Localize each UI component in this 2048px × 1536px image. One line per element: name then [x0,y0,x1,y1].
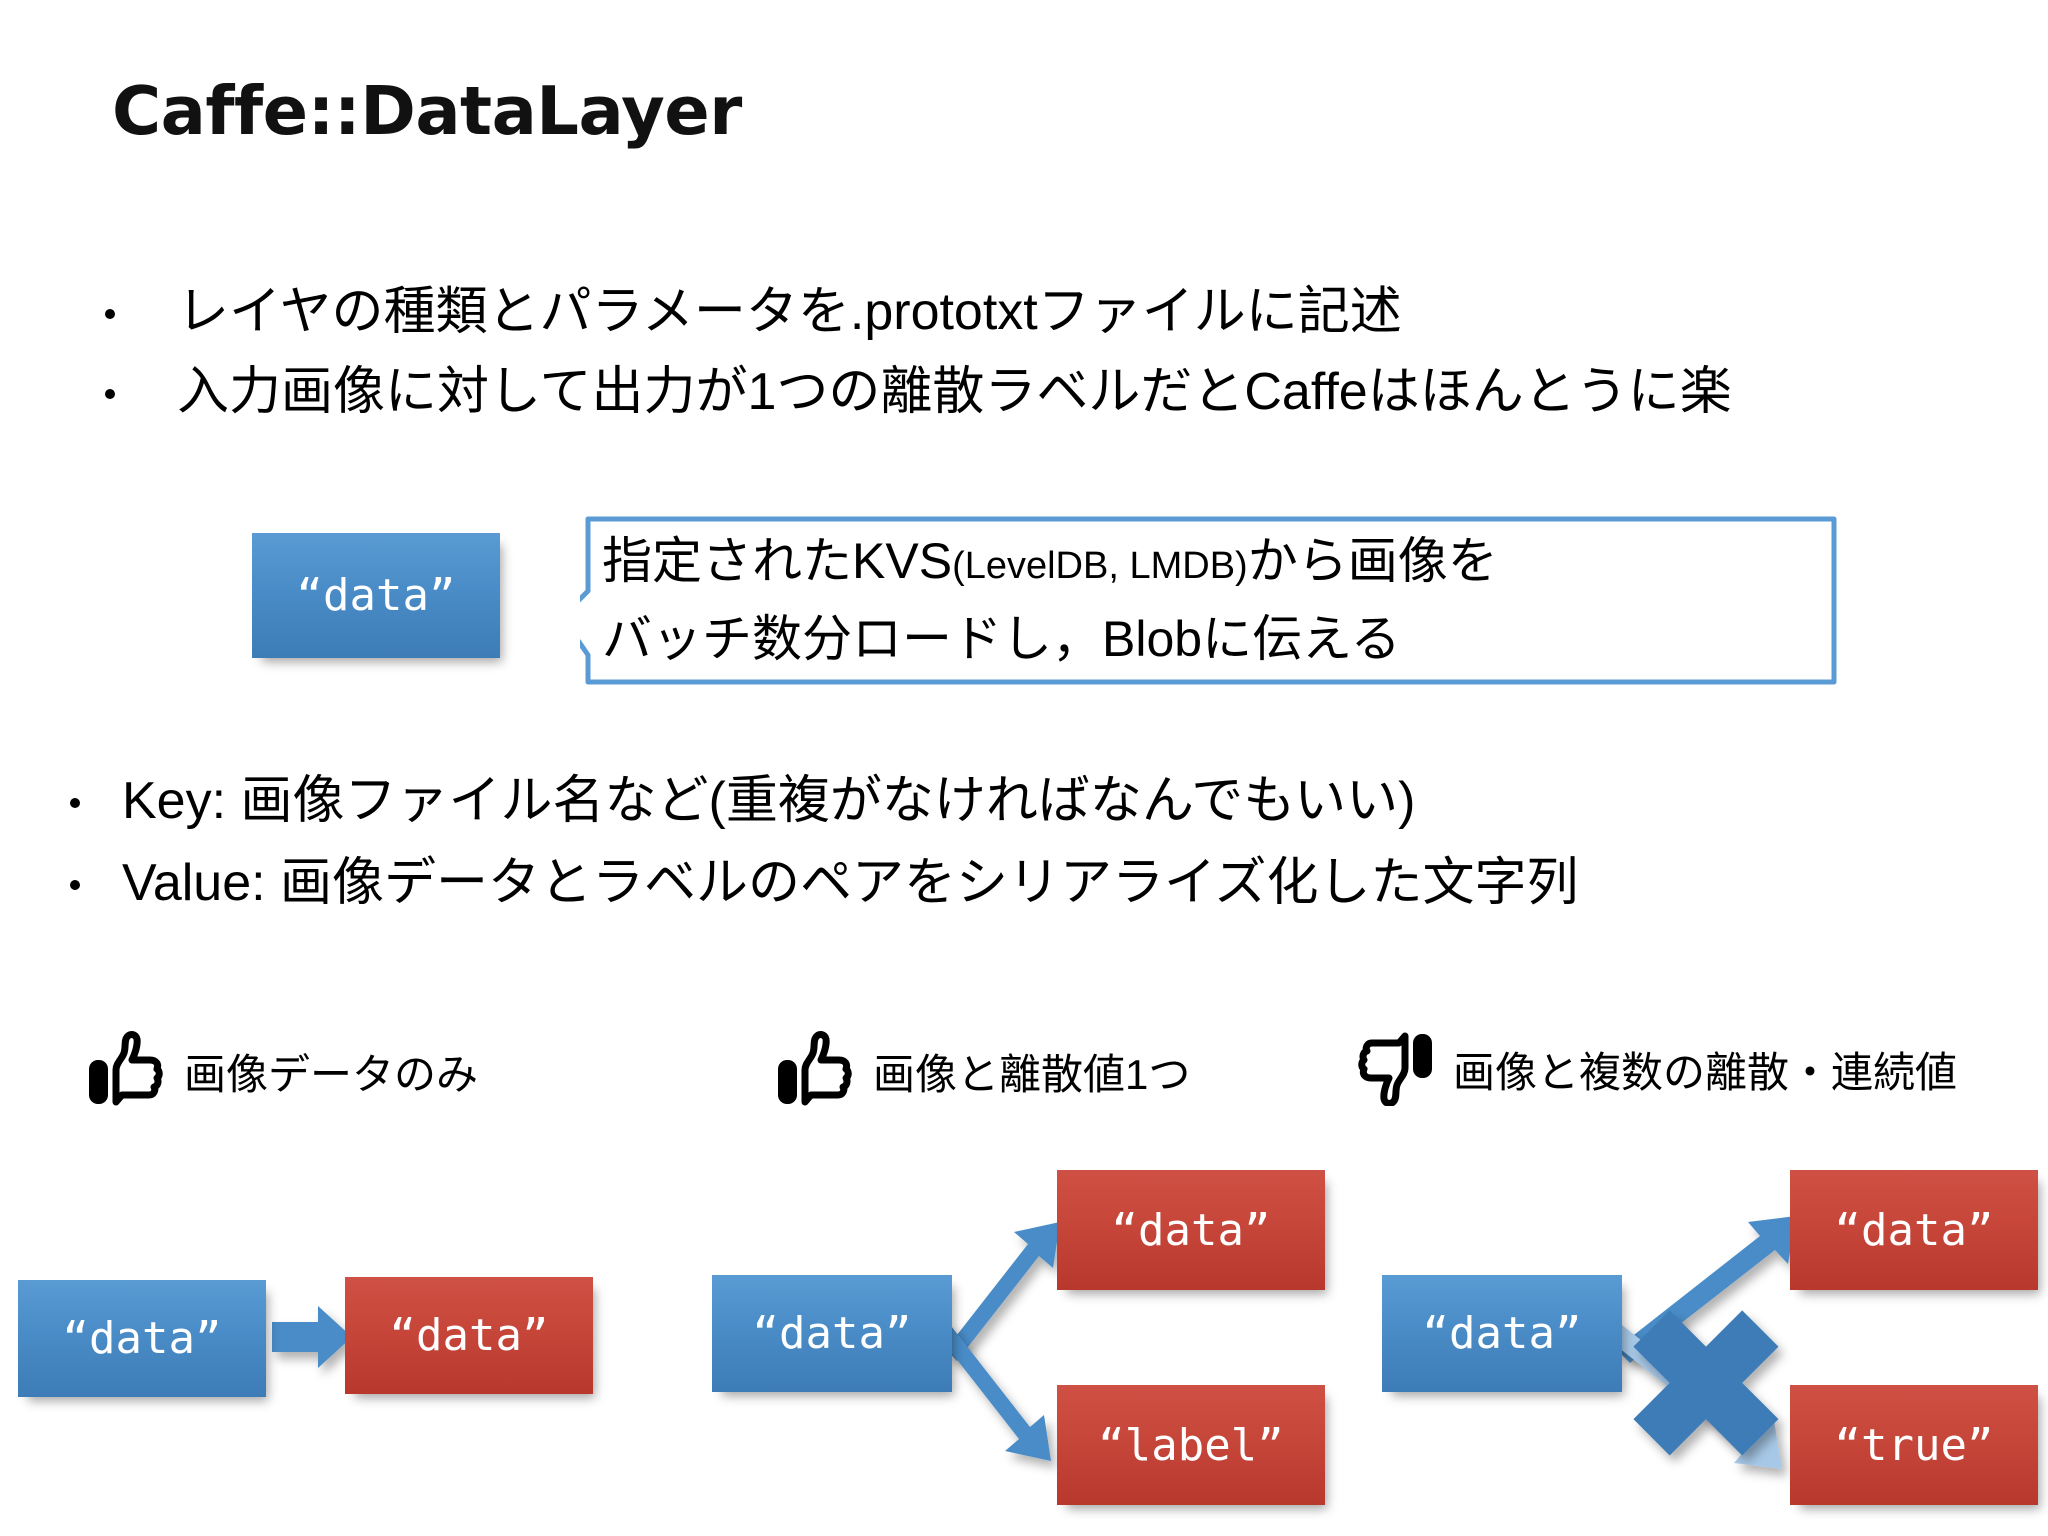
caption-text: 画像と複数の離散・連続値 [1453,1049,1958,1096]
diagram-node-g2-target-2: “label” [1057,1385,1325,1505]
bullet-item: レイヤの種類とパラメータを.prototxtファイルに記述 [105,272,1732,352]
bullet-marker-icon [70,798,80,808]
bullet-list-top: レイヤの種類とパラメータを.prototxtファイルに記述 入力画像に対して出力… [105,272,1732,432]
diagram-node-g1-target-1: “data” [345,1277,593,1394]
bullet-marker-icon [105,389,115,399]
callout-line1-c: から画像を [1247,533,1498,589]
arrow-g3-down [1604,1322,1782,1469]
bullet-text: レイヤの種類とパラメータを.prototxtファイルに記述 [177,283,1402,341]
callout-balloon: 指定されたKVS(LevelDB, LMDB)から画像を バッチ数分ロードし，B… [580,505,1842,690]
arrow-g2-down [937,1322,1051,1461]
caption-group-3: 画像と複数の離散・連続値 [1355,1028,1957,1111]
callout-line-1: 指定されたKVS(LevelDB, LMDB)から画像を [602,525,1812,603]
callout-line-2: バッチ数分ロードし，Blobに伝える [602,611,1401,667]
bullet-text: 入力画像に対して出力が1つの離散ラベルだとCaffeはほんとうに楽 [177,363,1732,421]
bullet-item: 入力画像に対して出力が1つの離散ラベルだとCaffeはほんとうに楽 [105,352,1732,432]
bullet-text: Key: 画像ファイル名など(重複がなければなんでもいい) [122,772,1416,830]
bullet-list-keyvalue: Key: 画像ファイル名など(重複がなければなんでもいい) Value: 画像デ… [70,760,1578,924]
bullet-marker-icon [70,880,80,890]
bullet-item: Key: 画像ファイル名など(重複がなければなんでもいい) [70,760,1578,842]
arrow-g2-up [946,1222,1060,1361]
thumbs-down-icon [1355,1028,1435,1111]
bullet-marker-icon [105,309,115,319]
data-node-callout: “data” [252,533,500,658]
diagram-node-g2-source: “data” [712,1275,952,1392]
callout-line1-b: (LevelDB, LMDB) [952,545,1248,587]
thumbs-up-icon [775,1030,855,1113]
page-title: Caffe::DataLayer [112,72,742,150]
diagram-node-g3-target-1: “data” [1790,1170,2038,1290]
thumbs-up-icon [86,1030,166,1113]
callout-text: 指定されたKVS(LevelDB, LMDB)から画像を バッチ数分ロードし，B… [602,525,1812,676]
callout-line1-a: 指定されたKVS [602,533,953,589]
caption-group-2: 画像と離散値1つ [775,1030,1190,1113]
bullet-item: Value: 画像データとラベルのペアをシリアライズ化した文字列 [70,842,1578,924]
caption-text: 画像と離散値1つ [873,1051,1191,1098]
diagram-node-g3-target-2: “true” [1790,1385,2038,1505]
diagram-node-g3-source: “data” [1382,1275,1622,1392]
arrow-g1 [272,1306,352,1368]
x-cross-icon [1633,1310,1779,1456]
caption-group-1: 画像データのみ [86,1030,478,1113]
arrow-g3-up [1616,1216,1796,1363]
caption-text: 画像データのみ [184,1051,479,1098]
diagram-node-g2-target-1: “data” [1057,1170,1325,1290]
bullet-text: Value: 画像データとラベルのペアをシリアライズ化した文字列 [122,854,1579,912]
diagram-node-g1-source: “data” [18,1280,266,1397]
